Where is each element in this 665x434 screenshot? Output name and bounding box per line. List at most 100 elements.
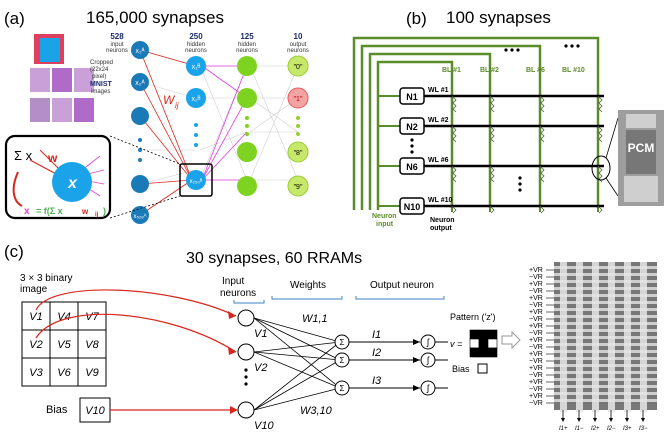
layer3-name2: neurons [236,48,258,54]
input-node [131,107,149,125]
vr-label: −VR [529,386,543,393]
input-node [131,175,149,193]
vr-label: +VR [529,393,543,400]
pcm-image-top [626,114,656,128]
bias-label: Bias [46,404,68,416]
hidden-node [186,56,206,76]
inset-eq-close: ) [103,206,106,216]
inset-w: w [47,151,58,165]
ellipsis-dot [245,132,249,136]
sum-icon: Σ [340,356,345,365]
mnist-note-1: Cropped [90,60,113,66]
ellipsis-dot [194,123,198,127]
panel-c-label: (c) [4,242,24,261]
grid-frame [21,301,107,387]
vr-label: −VR [529,330,543,337]
vr-label: −VR [529,358,543,365]
arrow-head [593,418,597,422]
pattern-v: v = [450,339,462,349]
mnist-image [30,68,50,92]
input-node [131,41,149,59]
layer4-count: 10 [294,32,303,41]
input-node-label-1: x₁ᴬ [135,47,145,55]
current-label: I3+ [623,426,632,432]
input-arrows [35,289,237,411]
neuron-n2: N2 [406,122,418,132]
inset-eq: = f(Σ x [36,206,63,216]
grid-cell-v5: V5 [57,339,71,351]
output-lines [349,341,420,389]
sum-icon: Σ [340,338,345,347]
grid-cell-v2: V2 [29,339,42,351]
arrow-head [230,406,238,414]
vr-label: +VR [529,281,543,288]
output-node [287,55,309,77]
bl-2: BL #2 [480,67,499,74]
input-neuron-v10 [237,401,255,419]
vr-label: −VR [529,372,543,379]
pattern-cell [478,338,489,349]
current-label: I1− [575,426,584,432]
weight-top: W1,1 [302,313,328,325]
section-input-2: neurons [220,288,256,299]
network-connections [139,49,299,185]
output-layer: "0" "1" "8" "9" [287,55,309,197]
grid-cell-v8: V8 [85,339,99,351]
panel-a: (a) 165,000 synapses Cropped (22x24 pixe… [4,8,309,224]
arrow-head [625,418,629,422]
mnist-note-3: pixel) [92,74,106,80]
crossbar-row [554,322,657,325]
arrow-head [561,418,565,422]
crossbar-column [608,262,615,412]
crossbar-column [624,262,631,412]
layer2-count: 250 [189,32,203,41]
arrow-head [413,385,420,391]
crossbar-row [554,280,657,283]
pattern-cell [469,329,480,340]
output-node [287,141,309,163]
ellipsis-dot [296,124,300,128]
neuron-box-n6 [399,157,425,175]
panel-b-label: (b) [406,9,427,28]
section-input-1: Input [222,276,244,287]
bl-6: BL #6 [526,67,545,74]
vr-label: −VR [529,400,543,407]
mnist-note-4: MNIST [90,81,113,88]
layer4-name1: output [290,42,307,48]
output-node-active [287,87,309,109]
crossbar-row [554,266,657,269]
ellipsis-dot [245,116,249,120]
bl-1: BL #1 [442,67,461,74]
pattern-cell [469,347,480,358]
weight-lines [253,317,341,411]
output-label-9: "9" [294,184,303,191]
bl-10: BL #10 [562,67,585,74]
pcm-highlight [591,155,611,181]
hidden2-node [237,142,257,162]
inset-node-label: x [67,175,78,192]
crossbar-row [554,378,657,381]
output-label-0: "0" [294,64,303,71]
current-label: I2− [607,426,616,432]
input-node-label-2: x₂ᴬ [135,79,145,87]
input-neuron-v1 [237,309,255,327]
hidden-node [186,88,206,108]
neuron-input-1: Neuron [372,213,397,220]
layer1-count: 528 [110,32,124,41]
arrow-head [609,418,613,422]
input-label-v1: V1 [254,328,267,340]
input-label-v10: V10 [254,420,274,432]
ellipsis-dot [138,148,142,152]
bitlines [451,38,599,212]
pattern-bias: Bias [452,364,470,374]
vr-label: −VR [529,274,543,281]
layer4-name2: neurons [287,48,309,54]
bias-cell-label: V10 [85,405,105,417]
pcm-image-bottom [624,176,658,202]
section-weights: Weights [290,280,326,291]
section-brackets [233,296,445,304]
mnist-image-digit [40,38,60,62]
vr-label: +VR [529,295,543,302]
pattern-cell [478,329,489,340]
